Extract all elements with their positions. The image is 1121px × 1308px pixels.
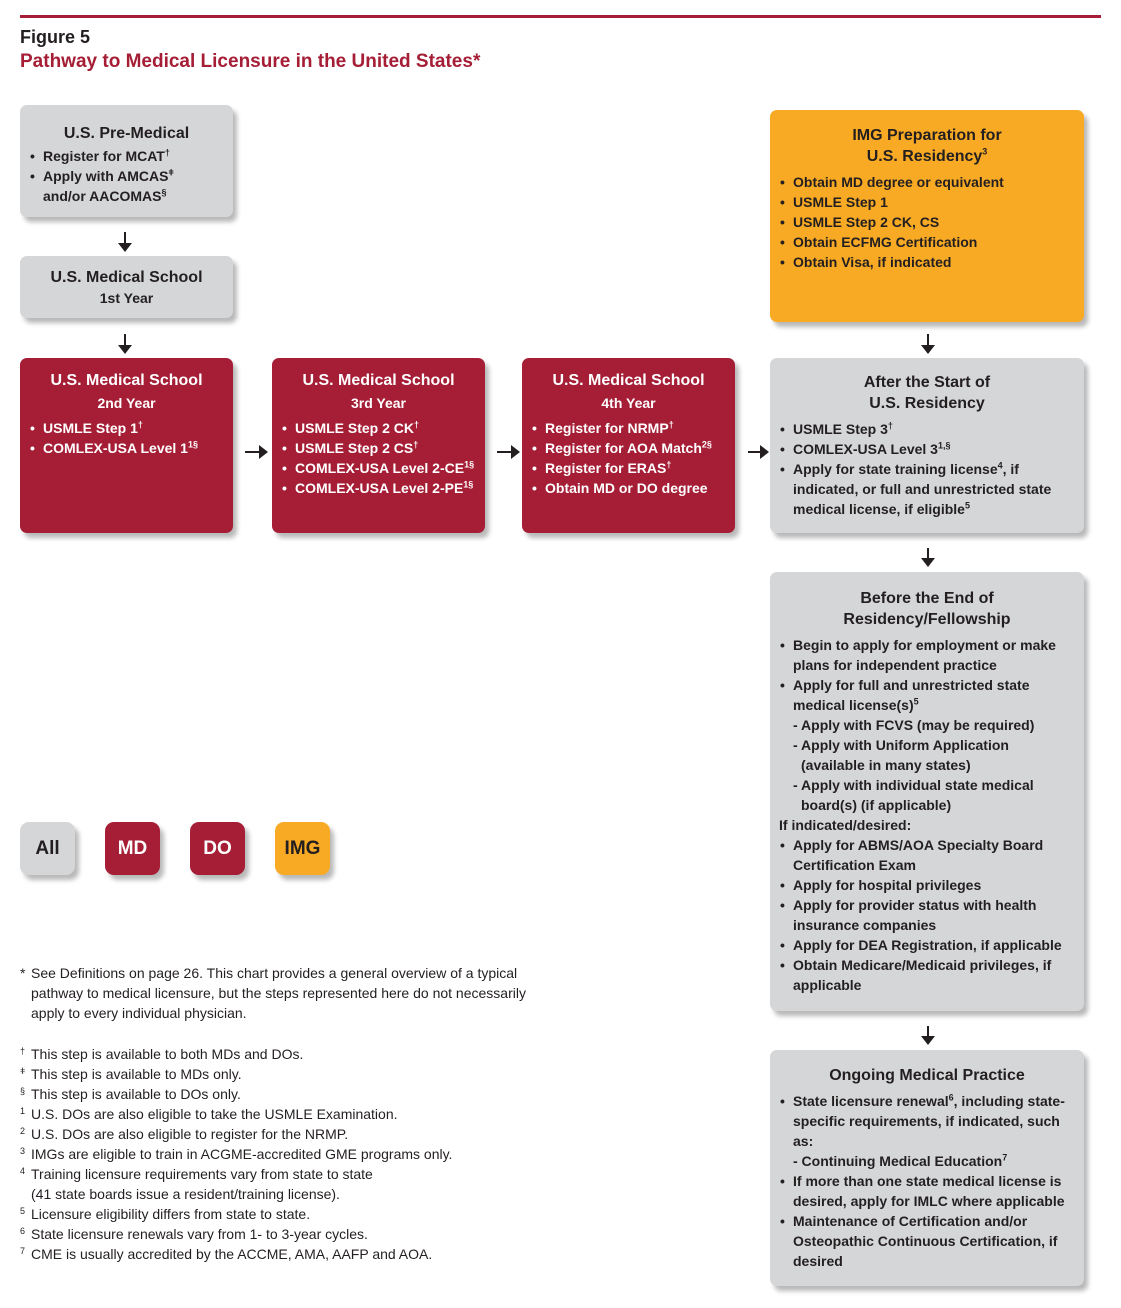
legend-do: DO bbox=[190, 822, 245, 875]
box-title: U.S. Medical School bbox=[50, 372, 203, 389]
box-subtitle: 1st Year bbox=[99, 290, 154, 306]
list-item: Apply for DEA Registration, if applicabl… bbox=[780, 935, 1074, 955]
box-fourth-year: U.S. Medical School 4th Year Register fo… bbox=[522, 358, 735, 533]
intro-note: * See Definitions on page 26. This chart… bbox=[20, 963, 526, 1023]
list-item: Apply for state training license4, if in… bbox=[780, 459, 1074, 519]
box-title: Ongoing Medical Practice bbox=[829, 1067, 1025, 1084]
box-pre-medical: U.S. Pre-Medical Register for MCAT† Appl… bbox=[20, 105, 233, 217]
footnote: †This step is available to both MDs and … bbox=[20, 1046, 304, 1062]
footnote: (41 state boards issue a resident/traini… bbox=[31, 1186, 340, 1202]
figure-label: Figure 5 bbox=[20, 27, 91, 47]
box-title: Before the End of bbox=[860, 590, 994, 607]
list-item: Obtain MD or DO degree bbox=[532, 478, 725, 498]
list-item: - Apply with individual state medical bo… bbox=[793, 777, 1034, 813]
list-item: COMLEX-USA Level 31,§ bbox=[780, 439, 1074, 459]
legend-all: All bbox=[20, 822, 75, 875]
list-item: USMLE Step 1† bbox=[30, 418, 223, 438]
legend-md: MD bbox=[105, 822, 160, 875]
box-subtitle: 4th Year bbox=[601, 395, 656, 411]
box-title: U.S. Medical School bbox=[50, 269, 203, 286]
list-item: Begin to apply for employment or make pl… bbox=[780, 635, 1074, 675]
list-item: Obtain ECFMG Certification bbox=[780, 232, 1074, 252]
box-title-line2: U.S. Residency3 bbox=[866, 146, 988, 165]
list-item: USMLE Step 1 bbox=[780, 192, 1074, 212]
legend-img: IMG bbox=[275, 822, 330, 875]
box-second-year: U.S. Medical School 2nd Year USMLE Step … bbox=[20, 358, 233, 533]
list-item: Register for MCAT† bbox=[30, 146, 223, 166]
list-item: COMLEX-USA Level 2-CE1§ bbox=[282, 458, 475, 478]
box-first-year: U.S. Medical School 1st Year bbox=[20, 256, 233, 318]
box-before-end-residency: Before the End of Residency/Fellowship B… bbox=[770, 572, 1084, 1011]
figure-title: Pathway to Medical Licensure in the Unit… bbox=[20, 51, 481, 72]
list-item: USMLE Step 2 CK† bbox=[282, 418, 475, 438]
box-title: U.S. Medical School bbox=[552, 372, 705, 389]
list-item: Apply for provider status with health in… bbox=[780, 895, 1074, 935]
list-item: Obtain Medicare/Medicaid privileges, if … bbox=[780, 955, 1074, 995]
box-title: U.S. Pre-Medical bbox=[63, 125, 190, 142]
list-item: COMLEX-USA Level 2-PE1§ bbox=[282, 478, 475, 498]
box-title-line2: U.S. Residency bbox=[869, 395, 985, 412]
footnotes: †This step is available to both MDs and … bbox=[20, 1044, 452, 1264]
list-item: USMLE Step 3† bbox=[780, 419, 1074, 439]
box-title: After the Start of bbox=[863, 374, 991, 391]
list-item: USMLE Step 2 CK, CS bbox=[780, 212, 1074, 232]
top-rule bbox=[20, 15, 1101, 18]
box-third-year: U.S. Medical School 3rd Year USMLE Step … bbox=[272, 358, 485, 533]
box-ongoing-practice: Ongoing Medical Practice State licensure… bbox=[770, 1050, 1084, 1286]
list-item: and/or AACOMAS§ bbox=[43, 187, 167, 204]
box-after-start-residency: After the Start of U.S. Residency USMLE … bbox=[770, 358, 1084, 533]
box-img-preparation: IMG Preparation for U.S. Residency3 Obta… bbox=[770, 110, 1084, 322]
list-item: USMLE Step 2 CS† bbox=[282, 438, 475, 458]
list-item: Obtain MD degree or equivalent bbox=[780, 172, 1074, 192]
list-item: Apply with AMCASǂ bbox=[30, 166, 223, 186]
list-item: - Apply with Uniform Application (availa… bbox=[793, 737, 1009, 773]
list-item: Apply for ABMS/AOA Specialty Board Certi… bbox=[780, 835, 1074, 875]
intro-text: See Definitions on page 26. This chart p… bbox=[31, 965, 526, 1021]
list-item: Register for ERAS† bbox=[532, 458, 725, 478]
box-title-line2: Residency/Fellowship bbox=[843, 611, 1011, 628]
box-subtitle: 3rd Year bbox=[350, 395, 406, 411]
list-item: - Continuing Medical Education7 bbox=[793, 1152, 1008, 1169]
box-title: U.S. Medical School bbox=[302, 372, 455, 389]
list-item: Apply for full and unrestricted state me… bbox=[780, 675, 1074, 715]
list-item: Obtain Visa, if indicated bbox=[780, 252, 1074, 272]
box-title: IMG Preparation for bbox=[852, 127, 1002, 144]
list-item: Maintenance of Certification and/or Oste… bbox=[780, 1211, 1074, 1271]
list-item: If more than one state medical license i… bbox=[780, 1171, 1074, 1211]
list-item: State licensure renewal6, including stat… bbox=[780, 1091, 1074, 1151]
list-item: Register for NRMP† bbox=[532, 418, 725, 438]
list-item: - Apply with FCVS (may be required) bbox=[793, 717, 1035, 733]
box-subtitle: 2nd Year bbox=[97, 395, 156, 411]
list-item: If indicated/desired: bbox=[779, 817, 912, 833]
intro-star: * bbox=[20, 965, 26, 981]
footnote: §This step is available to DOs only. bbox=[20, 1086, 241, 1102]
list-item: COMLEX-USA Level 11§ bbox=[30, 438, 223, 458]
list-item: Register for AOA Match2§ bbox=[532, 438, 725, 458]
list-item: Apply for hospital privileges bbox=[780, 875, 1074, 895]
